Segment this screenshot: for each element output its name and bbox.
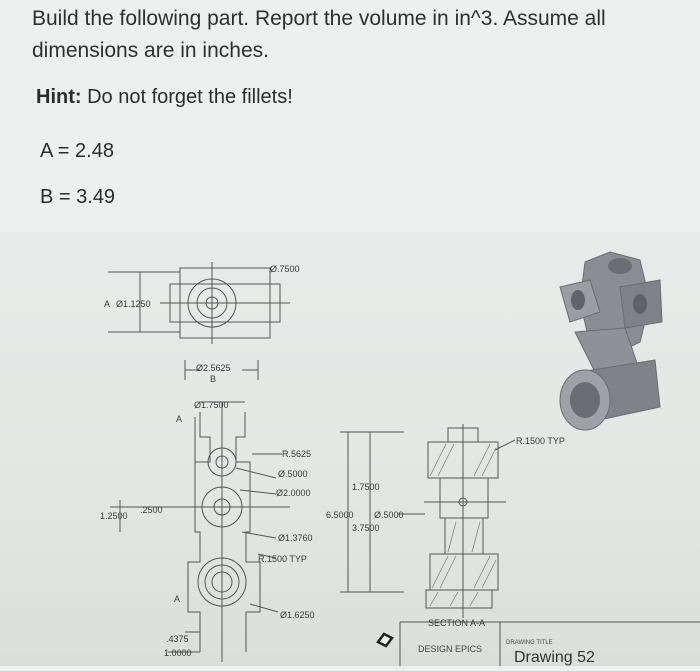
dim-dia-0500-side: Ø.5000 xyxy=(374,510,404,520)
dim-3750: 3.7500 xyxy=(352,523,380,533)
hint-body: Do not forget the fillets! xyxy=(81,86,293,108)
hint-label: Hint: xyxy=(36,86,82,108)
dim-6500: 6.5000 xyxy=(326,510,354,520)
dim-dia-1750: Ø1.7500 xyxy=(194,400,229,410)
section-view xyxy=(424,424,516,618)
label-a-top-view: A xyxy=(104,299,110,309)
dim-dia-2562: Ø2.5625 xyxy=(196,363,231,373)
drawing-title-label: DRAWING TITLE xyxy=(506,640,553,646)
dim-4375: .4375 xyxy=(166,634,189,644)
hint-text: Hint: Do not forget the fillets! xyxy=(36,86,293,109)
isometric-part xyxy=(559,251,663,431)
question-line-1: Build the following part. Report the vol… xyxy=(32,7,606,30)
title-block xyxy=(399,621,700,666)
engineering-drawing: Ø.7500 A Ø1.1250 Ø2.5625 B Ø1.7500 A R.5… xyxy=(100,251,700,666)
label-b: B xyxy=(210,374,216,384)
dim-r-1500-typ-section: R.1500 TYP xyxy=(516,436,565,446)
drawing-photo: Ø.7500 A Ø1.1250 Ø2.5625 B Ø1.7500 A R.5… xyxy=(0,232,700,666)
label-a-section-top: A xyxy=(176,414,182,424)
dim-1750-side: 1.7500 xyxy=(352,482,380,492)
dim-1250: 1.2500 xyxy=(100,511,128,521)
company-name: DESIGN EPICS xyxy=(418,644,482,654)
dim-10000: 1.0000 xyxy=(164,648,192,658)
dim-dia-0500-front: Ø.5000 xyxy=(278,469,308,479)
front-view xyxy=(110,401,290,662)
equation-a: A = 2.48 xyxy=(40,140,114,162)
side-view xyxy=(340,431,425,593)
drawing-title: Drawing 52 xyxy=(514,649,595,666)
dim-2500: .2500 xyxy=(140,505,163,515)
company-logo-icon xyxy=(376,632,394,648)
dim-r-5625: R.5625 xyxy=(282,449,311,459)
dim-dia-2000: Ø2.0000 xyxy=(276,488,311,498)
dim-dia-1625: Ø1.6250 xyxy=(280,610,315,620)
dim-r-1500-typ-front: R.1500 TYP xyxy=(258,554,307,564)
section-title: SECTION A-A xyxy=(428,618,485,628)
dim-dia-0750: Ø.7500 xyxy=(270,264,300,274)
dim-dia-1125: Ø1.1250 xyxy=(116,299,151,309)
equation-b: B = 3.49 xyxy=(40,186,116,208)
question-line-2: dimensions are in inches. xyxy=(32,39,269,62)
label-a-section-bottom: A xyxy=(174,594,180,604)
top-view xyxy=(108,262,290,380)
dim-dia-1376: Ø1.3760 xyxy=(278,533,313,543)
